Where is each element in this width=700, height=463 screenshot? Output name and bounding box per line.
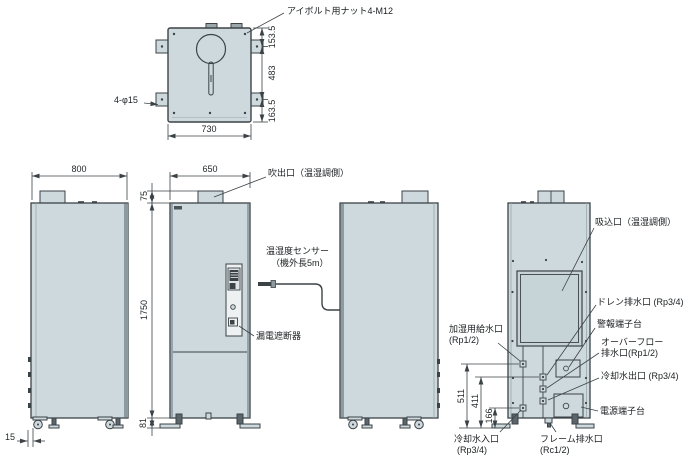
caster-offset-dimension	[17, 428, 45, 447]
dim-411: 411	[470, 393, 480, 409]
adjuster-feet	[159, 412, 261, 429]
cooling-in-leader	[499, 409, 522, 433]
top-view-dimensions	[167, 27, 268, 140]
sensor-cable	[276, 283, 341, 311]
cooling-out-leader	[547, 377, 600, 401]
outlet-leader	[213, 176, 267, 198]
left-side-view	[17, 190, 129, 447]
right-side-view	[339, 190, 440, 430]
humid-leader	[497, 342, 521, 362]
pipe-connectors	[519, 360, 547, 412]
overflow-label-line2: 排水口(Rp1/2)	[601, 348, 659, 358]
eyebolt-nut-label: アイボルト用ナット4-M12	[287, 6, 394, 16]
casters	[347, 416, 424, 430]
rear-view	[459, 190, 600, 433]
drain-leader	[546, 304, 597, 376]
sensor-label-line2: （機外長5m）	[271, 258, 329, 268]
frame-drain-fitting	[544, 417, 553, 424]
dim-483: 483	[267, 65, 277, 81]
breaker-leader	[238, 325, 255, 337]
rear-leaders	[497, 227, 600, 433]
dim-511: 511	[456, 388, 466, 404]
humid-supply-label-line2: (Rp1/2)	[449, 335, 480, 345]
alarm-terminal-label: 警報端子台	[597, 319, 643, 329]
blower-slot	[208, 61, 214, 96]
overflow-label-line1: オーバーフロー	[601, 337, 664, 347]
outlet-duct	[197, 190, 224, 204]
cabinet-top-outline	[167, 27, 252, 123]
front-view	[31, 172, 341, 429]
inlet-leader	[561, 227, 595, 292]
nameplate	[174, 206, 182, 210]
dim-153-5: 153.5	[267, 25, 277, 49]
suction-opening	[516, 270, 583, 347]
control-panel	[225, 263, 243, 337]
dim-730: 730	[201, 124, 217, 134]
rear-dimensions	[459, 363, 539, 429]
inlet-label: 吸込口（温湿調側）	[595, 217, 677, 227]
frame-drain-leader	[549, 422, 557, 433]
outlet-label: 吹出口（温湿調側）	[268, 168, 350, 178]
humid-supply-label-line1: 加湿用給水口	[449, 324, 504, 334]
drain-label: ドレン排水口 (Rp3/4)	[597, 297, 684, 307]
duct	[401, 190, 429, 204]
power-terminal-label: 電源端子台	[600, 406, 646, 416]
dim-800: 800	[71, 164, 87, 174]
cabinet	[30, 202, 129, 419]
sensor-label-line1: 温湿度センサー	[266, 246, 330, 256]
dim-15: 15	[4, 432, 16, 442]
panel-switch	[228, 317, 238, 327]
cooling-in-label-line2: (Rp3/4)	[457, 445, 488, 455]
frame-drain-label-line2: (Rc1/2)	[540, 445, 570, 455]
terminal-boxes	[553, 359, 584, 418]
dim-163-5: 163.5	[267, 99, 277, 123]
humidity-sensor	[258, 280, 341, 311]
blower-outlet-circle	[195, 33, 227, 65]
hole-leader	[143, 101, 159, 107]
cooling-in-label-line1: 冷却水入口	[454, 434, 500, 444]
alarm-leader	[568, 327, 596, 368]
casters	[32, 416, 124, 430]
dim-166: 166	[484, 408, 494, 424]
cabinet	[339, 202, 439, 419]
duct	[39, 190, 66, 204]
dim-650: 650	[202, 164, 218, 174]
power-leader	[580, 406, 599, 412]
frame-drain-label-line1: フレーム排水口	[540, 434, 603, 444]
eyebolt-leader	[246, 12, 285, 34]
breaker-label: 漏電遮断器	[256, 331, 302, 341]
panel-button	[230, 304, 236, 310]
dim-75: 75	[139, 190, 149, 202]
dim-1750: 1750	[139, 299, 149, 321]
width-dimensions	[31, 172, 251, 200]
top-view	[143, 12, 285, 140]
hole-label: 4-φ15	[114, 95, 138, 105]
cooling-out-label: 冷却水出口 (Rp3/4)	[601, 371, 679, 381]
height-dimensions	[147, 183, 198, 436]
dim-81: 81	[138, 417, 148, 429]
overflow-leader	[546, 352, 600, 389]
